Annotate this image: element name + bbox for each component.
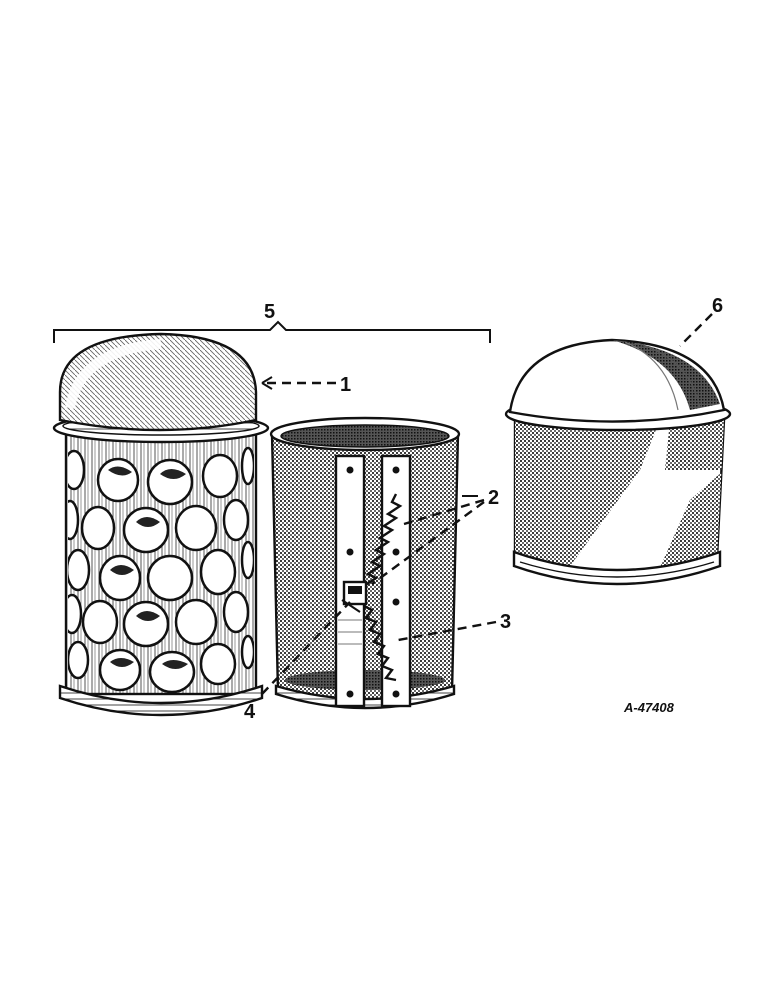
callout-5: 5 — [264, 301, 275, 323]
leader-lines — [261, 313, 713, 695]
callout-1: 1 — [340, 374, 351, 396]
figure-code: A-47408 — [623, 700, 675, 715]
callout-labels: 1 2 3 4 5 6 A-47408 — [244, 295, 723, 723]
clamp-buckle — [341, 580, 368, 613]
callout-3: 3 — [500, 611, 511, 633]
perforated-filter-element — [52, 332, 270, 717]
complete-filter-element — [504, 338, 732, 586]
callout-4: 4 — [244, 701, 256, 723]
clamp-spring-lower — [363, 604, 397, 682]
callout-6: 6 — [712, 295, 723, 317]
assembly-bracket — [53, 320, 491, 343]
clamp-spring-upper — [363, 493, 403, 587]
clamp-strip-right — [380, 454, 412, 708]
callout-2: 2 — [488, 487, 499, 509]
mesh-screen-element — [269, 416, 461, 710]
perforation-holes — [68, 446, 254, 694]
